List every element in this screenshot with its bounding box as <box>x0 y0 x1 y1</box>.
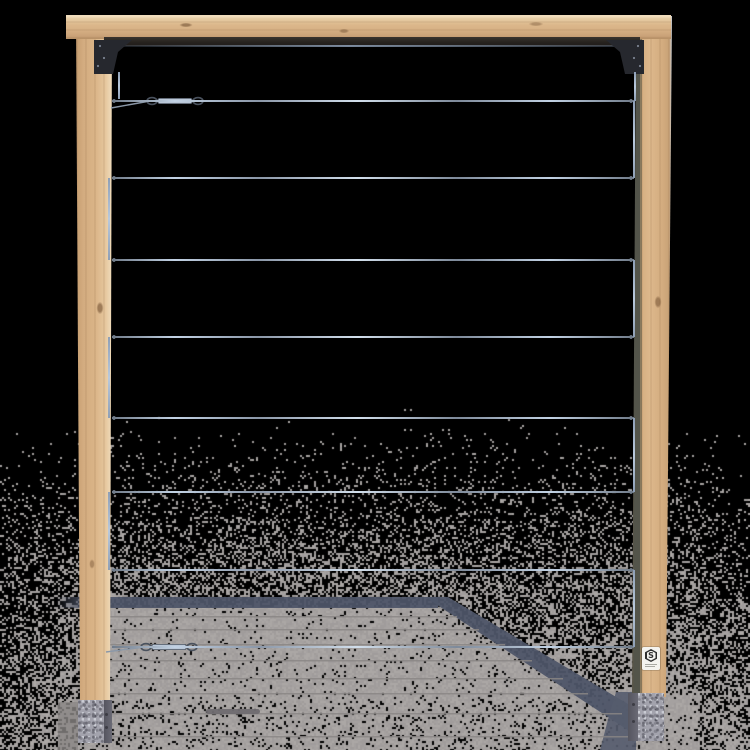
wire-ground-shadow-line <box>92 629 479 631</box>
end-hook-left <box>112 416 116 420</box>
corner-bracket-left <box>94 40 132 74</box>
wire-ground-shadow-line <box>92 644 505 646</box>
wire-ground-shadow-line <box>92 736 645 738</box>
turnbuckle-ground-shadow <box>206 709 260 714</box>
right-foot <box>628 693 664 741</box>
brand-label-sticker: S <box>642 647 660 670</box>
bracket-stud <box>636 44 640 48</box>
right-foot-shaded-face <box>628 693 638 741</box>
end-hook-right <box>629 99 633 103</box>
wire-ground-shadow-line <box>92 678 563 680</box>
end-hook-right <box>629 176 633 180</box>
end-hook-right <box>629 645 633 649</box>
bracket-stud <box>96 64 100 68</box>
tension-wire-3 <box>112 259 634 261</box>
end-hook-left <box>112 99 116 103</box>
left-foot <box>78 700 112 743</box>
turnbuckle <box>110 96 204 109</box>
end-hook-left <box>112 645 116 649</box>
tension-wire-2 <box>112 177 634 179</box>
tension-wire-4 <box>112 336 634 338</box>
wire-vertical-link-left <box>108 178 110 260</box>
label-fine-print-line <box>645 666 655 667</box>
end-hook-right <box>629 335 633 339</box>
wire-ground-shadow-line <box>92 713 622 715</box>
right-post <box>632 16 672 697</box>
bracket-stud <box>102 56 106 60</box>
tension-wire-5 <box>112 417 634 419</box>
tension-wire-8 <box>112 646 634 648</box>
end-hook-left <box>112 490 116 494</box>
post-ground-shadow-diagonal <box>425 597 665 740</box>
wire-vertical-link-right <box>633 101 635 178</box>
shadow-shape <box>56 597 84 608</box>
wire-lead-right <box>634 72 636 101</box>
end-hook-right <box>629 258 633 262</box>
shadow-shape <box>600 692 636 750</box>
bracket-stud <box>632 56 636 60</box>
end-hook-left <box>112 176 116 180</box>
shadow-shape <box>58 702 78 750</box>
tension-wire-1 <box>112 100 634 102</box>
turnbuckle <box>105 642 198 653</box>
wire-vertical-link-right <box>633 418 635 492</box>
wire-vertical-link-left <box>108 337 110 418</box>
tension-wire-6 <box>112 491 634 493</box>
brand-hexagon-logo-icon: S <box>645 649 657 662</box>
foot-bolt-dot <box>632 720 635 723</box>
brand-logo-letter: S <box>646 650 656 661</box>
wire-vertical-link-right <box>633 570 635 647</box>
foot-bolt-dot <box>632 703 635 706</box>
tension-wire-7 <box>112 569 634 571</box>
end-hook-right <box>629 416 633 420</box>
end-hook-right <box>629 490 633 494</box>
left-post <box>76 16 112 702</box>
beam-ground-shadow-band <box>84 597 438 608</box>
corner-bracket-right <box>606 40 644 74</box>
wire-ground-shadow-line <box>92 616 457 618</box>
left-foot-shaded-face <box>104 700 112 743</box>
end-hook-right <box>629 568 633 572</box>
foot-bolt-dot <box>105 713 108 716</box>
bracket-stud <box>638 64 642 68</box>
label-fine-print-line <box>645 664 657 665</box>
beam-underside-shadow <box>104 37 640 46</box>
wire-ground-shadow-line <box>92 660 532 662</box>
end-hook-left <box>112 258 116 262</box>
foot-bolt-dot <box>105 726 108 729</box>
wire-lead-left <box>118 72 120 99</box>
beam-metal-glint <box>112 45 638 47</box>
end-hook-left <box>112 335 116 339</box>
wire-ground-shadow-line <box>92 693 588 695</box>
wire-vertical-link-left <box>108 492 110 570</box>
top-beam <box>66 15 671 39</box>
end-hook-left <box>112 568 116 572</box>
bracket-stud <box>98 44 102 48</box>
wire-vertical-link-right <box>633 260 635 337</box>
